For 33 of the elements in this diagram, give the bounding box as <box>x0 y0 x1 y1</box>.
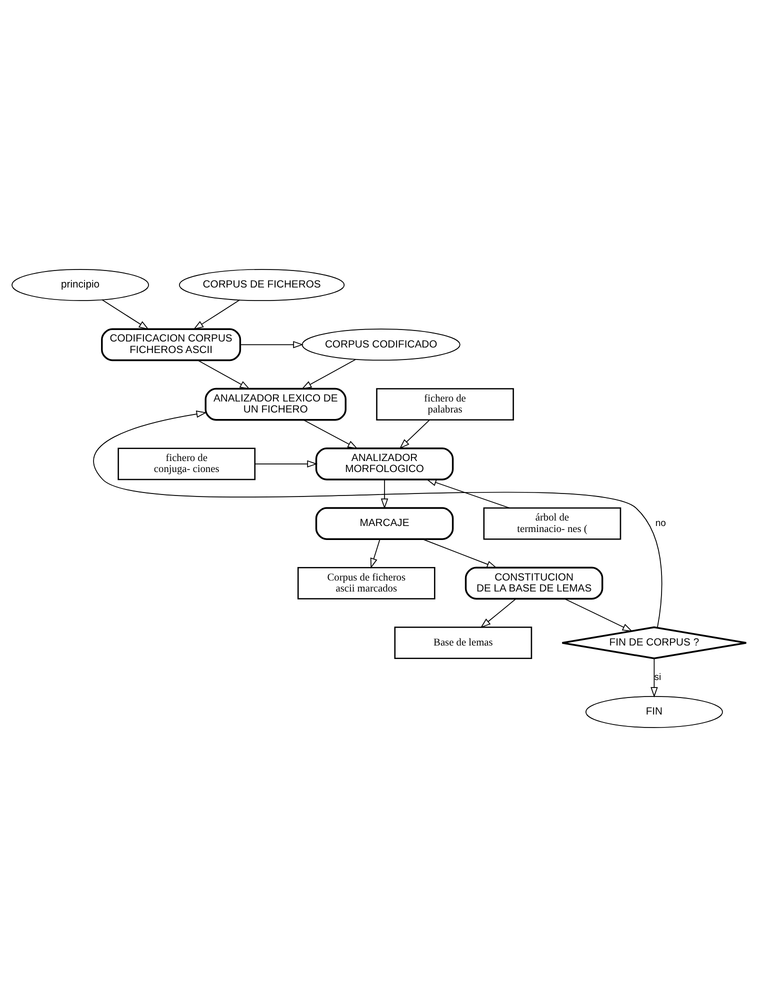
arrow <box>380 478 388 508</box>
arrow <box>193 299 240 330</box>
node-box: fichero de conjuga- ciones <box>118 447 256 480</box>
node-box: ANALIZADOR LEXICO DE UN FICHERO <box>204 387 346 420</box>
edge-label: no <box>655 517 666 528</box>
arrow <box>564 598 633 632</box>
arrow <box>422 538 498 568</box>
node-box: ANALIZADOR MORFOLOGICO <box>315 447 454 480</box>
arrow <box>426 478 510 508</box>
arrow <box>301 358 356 389</box>
arrow <box>254 460 318 468</box>
node-box: Base de lemas <box>394 626 532 659</box>
node-ellipse: FIN <box>585 696 723 728</box>
arrow <box>399 419 430 448</box>
node-box: CODIFICACION CORPUS FICHEROS ASCII <box>101 328 242 361</box>
node-box: fichero de palabras <box>376 388 514 420</box>
arrow <box>93 410 662 628</box>
node-ellipse: principio <box>12 268 149 300</box>
arrow <box>197 359 250 389</box>
arrow <box>370 538 380 568</box>
arrow <box>302 418 358 448</box>
arrow <box>480 598 516 628</box>
node-box: Corpus de ficheros ascii marcados <box>297 566 436 599</box>
node-box: CONSTITUCION DE LA BASE DE LEMAS <box>464 566 604 600</box>
node-box: MARCAJE <box>315 506 454 540</box>
arrow <box>240 340 304 348</box>
node-box: árbol de terminacio- nes ( <box>483 506 622 540</box>
arrow <box>650 658 658 698</box>
node-ellipse: CORPUS CODIFICADO <box>302 328 460 360</box>
arrow <box>102 298 150 330</box>
node-ellipse: CORPUS DE FICHEROS <box>178 268 345 300</box>
edge-label: si <box>654 671 662 682</box>
node-diamond: FIN DE CORPUS ? <box>561 626 748 659</box>
